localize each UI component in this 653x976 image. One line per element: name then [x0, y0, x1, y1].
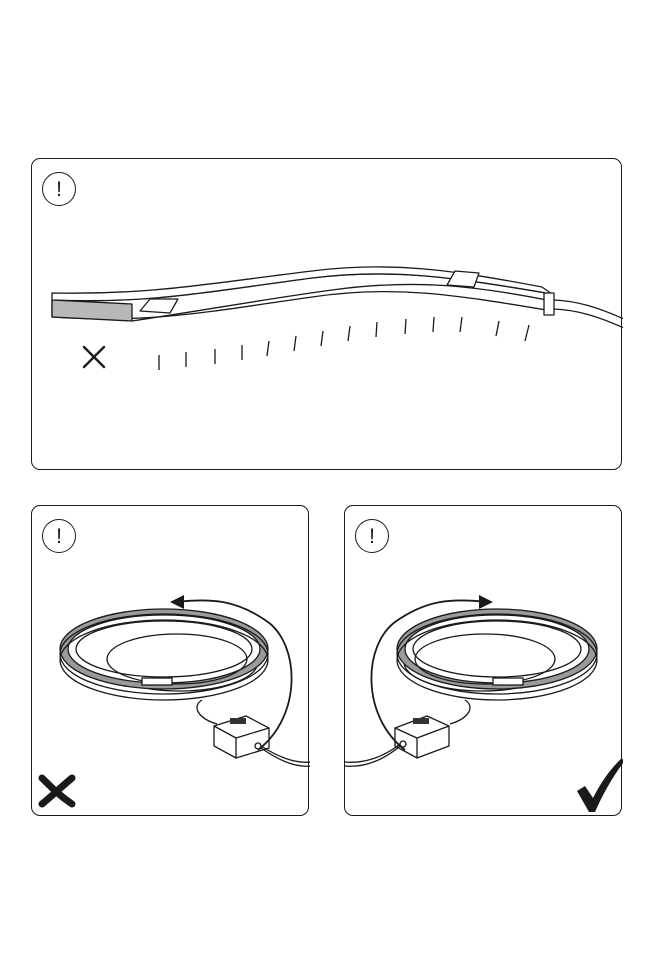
exclamation-icon: !: [42, 519, 76, 553]
panel-bend-direction: !: [31, 158, 623, 470]
direction-arrow: [370, 599, 488, 751]
coil-wrong-illustration: [38, 595, 310, 808]
coil-right-illustration: [345, 595, 623, 812]
cable: [196, 699, 218, 725]
strip-end-cap: [51, 299, 133, 322]
panel-coil-right: !: [344, 505, 623, 816]
strip-end: [141, 677, 173, 686]
strip-top-face: [51, 266, 553, 302]
panel-coil-wrong: !: [31, 505, 310, 816]
strip-end: [492, 677, 524, 686]
controller-box: [394, 715, 450, 759]
output-cable: [260, 745, 310, 763]
direction-arrow: [175, 599, 293, 751]
cross-icon: [38, 774, 76, 808]
led-strip-bend-illustration: [51, 266, 623, 370]
power-cable: [553, 299, 623, 320]
check-icon: [577, 758, 623, 812]
exclamation-icon: !: [42, 172, 76, 206]
strip-end-connector: [543, 292, 555, 316]
mounting-clip: [139, 298, 179, 314]
mounting-clip: [446, 270, 480, 288]
bend-marks: [158, 316, 530, 370]
output-cable: [345, 743, 401, 763]
exclamation-icon: !: [355, 519, 389, 553]
cross-icon: [82, 345, 106, 369]
cable: [449, 699, 471, 725]
